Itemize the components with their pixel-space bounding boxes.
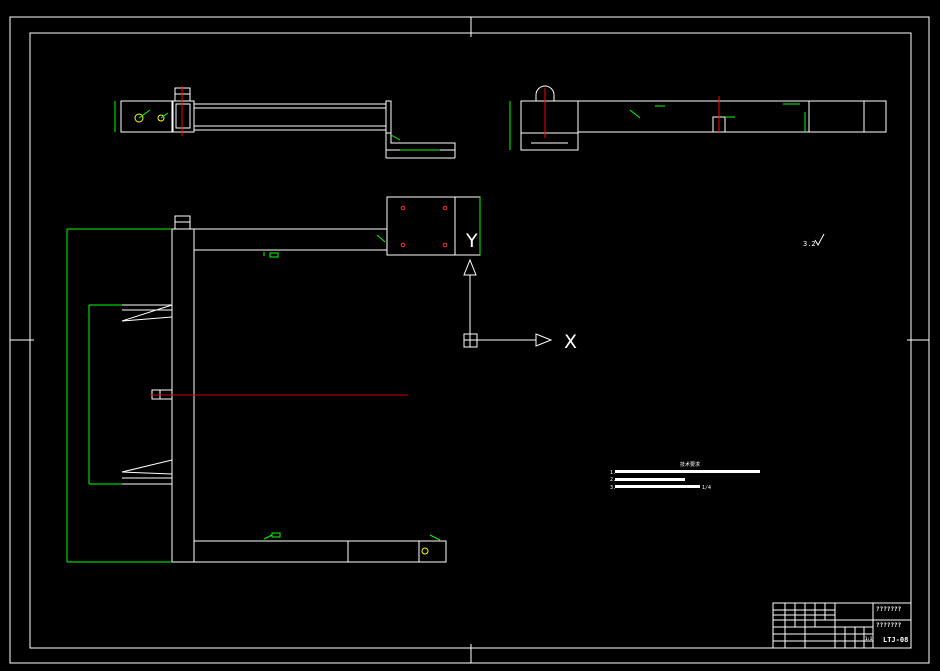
ucs-y-label: Y [465,230,478,252]
tech-note-1-text [615,470,760,473]
dimension-lines-top-left [114,101,440,151]
ucs-x-arrow [535,333,553,347]
ucs-x-label: X [564,331,577,353]
dimension-lines-top-right [509,101,806,150]
title-drawing-name: ??????? [876,606,902,613]
side-foot [520,133,579,151]
top-view-left[interactable] [114,86,456,159]
hole-marker-2 [157,114,165,122]
top-view-right[interactable] [509,85,887,151]
tech-note-2-num: 2. [610,477,616,483]
tech-note-3-num: 3. [610,485,616,491]
tech-note-3-suffix: 1/4 [702,485,711,491]
tech-note-2-text [615,478,685,481]
tech-notes-heading: 技术要求 [680,461,700,468]
side-post-cap [535,85,555,101]
base-block [120,100,174,133]
lower-arm-extension [347,540,447,563]
roughness-label: 3.2 [803,240,816,248]
title-drawing-code: LTJ-08 [883,636,908,644]
end-hole [421,547,429,555]
dimension-lines-main [66,197,481,563]
title-block[interactable] [772,602,912,649]
drawing-border [9,16,930,664]
arm-end-block [385,100,392,134]
ucs-y-arrow [463,258,477,276]
tech-note-3-text [615,485,700,488]
title-company: ??????? [876,622,902,629]
foot-plate [385,133,456,151]
technical-notes: 技术要求 1. 2. 3. 1/4 [610,461,760,491]
side-end [808,100,887,133]
title-block-frame [772,602,912,649]
title-scale: 1:1 [865,636,873,641]
lower-bracket [121,459,173,475]
ucs-icon [463,258,553,348]
post-inner [175,103,191,129]
hole-marker [134,113,144,123]
roughness-symbol [814,233,825,247]
mount-holes [400,205,448,248]
main-front-view[interactable] [66,196,481,563]
tech-note-1-num: 1. [610,470,616,476]
